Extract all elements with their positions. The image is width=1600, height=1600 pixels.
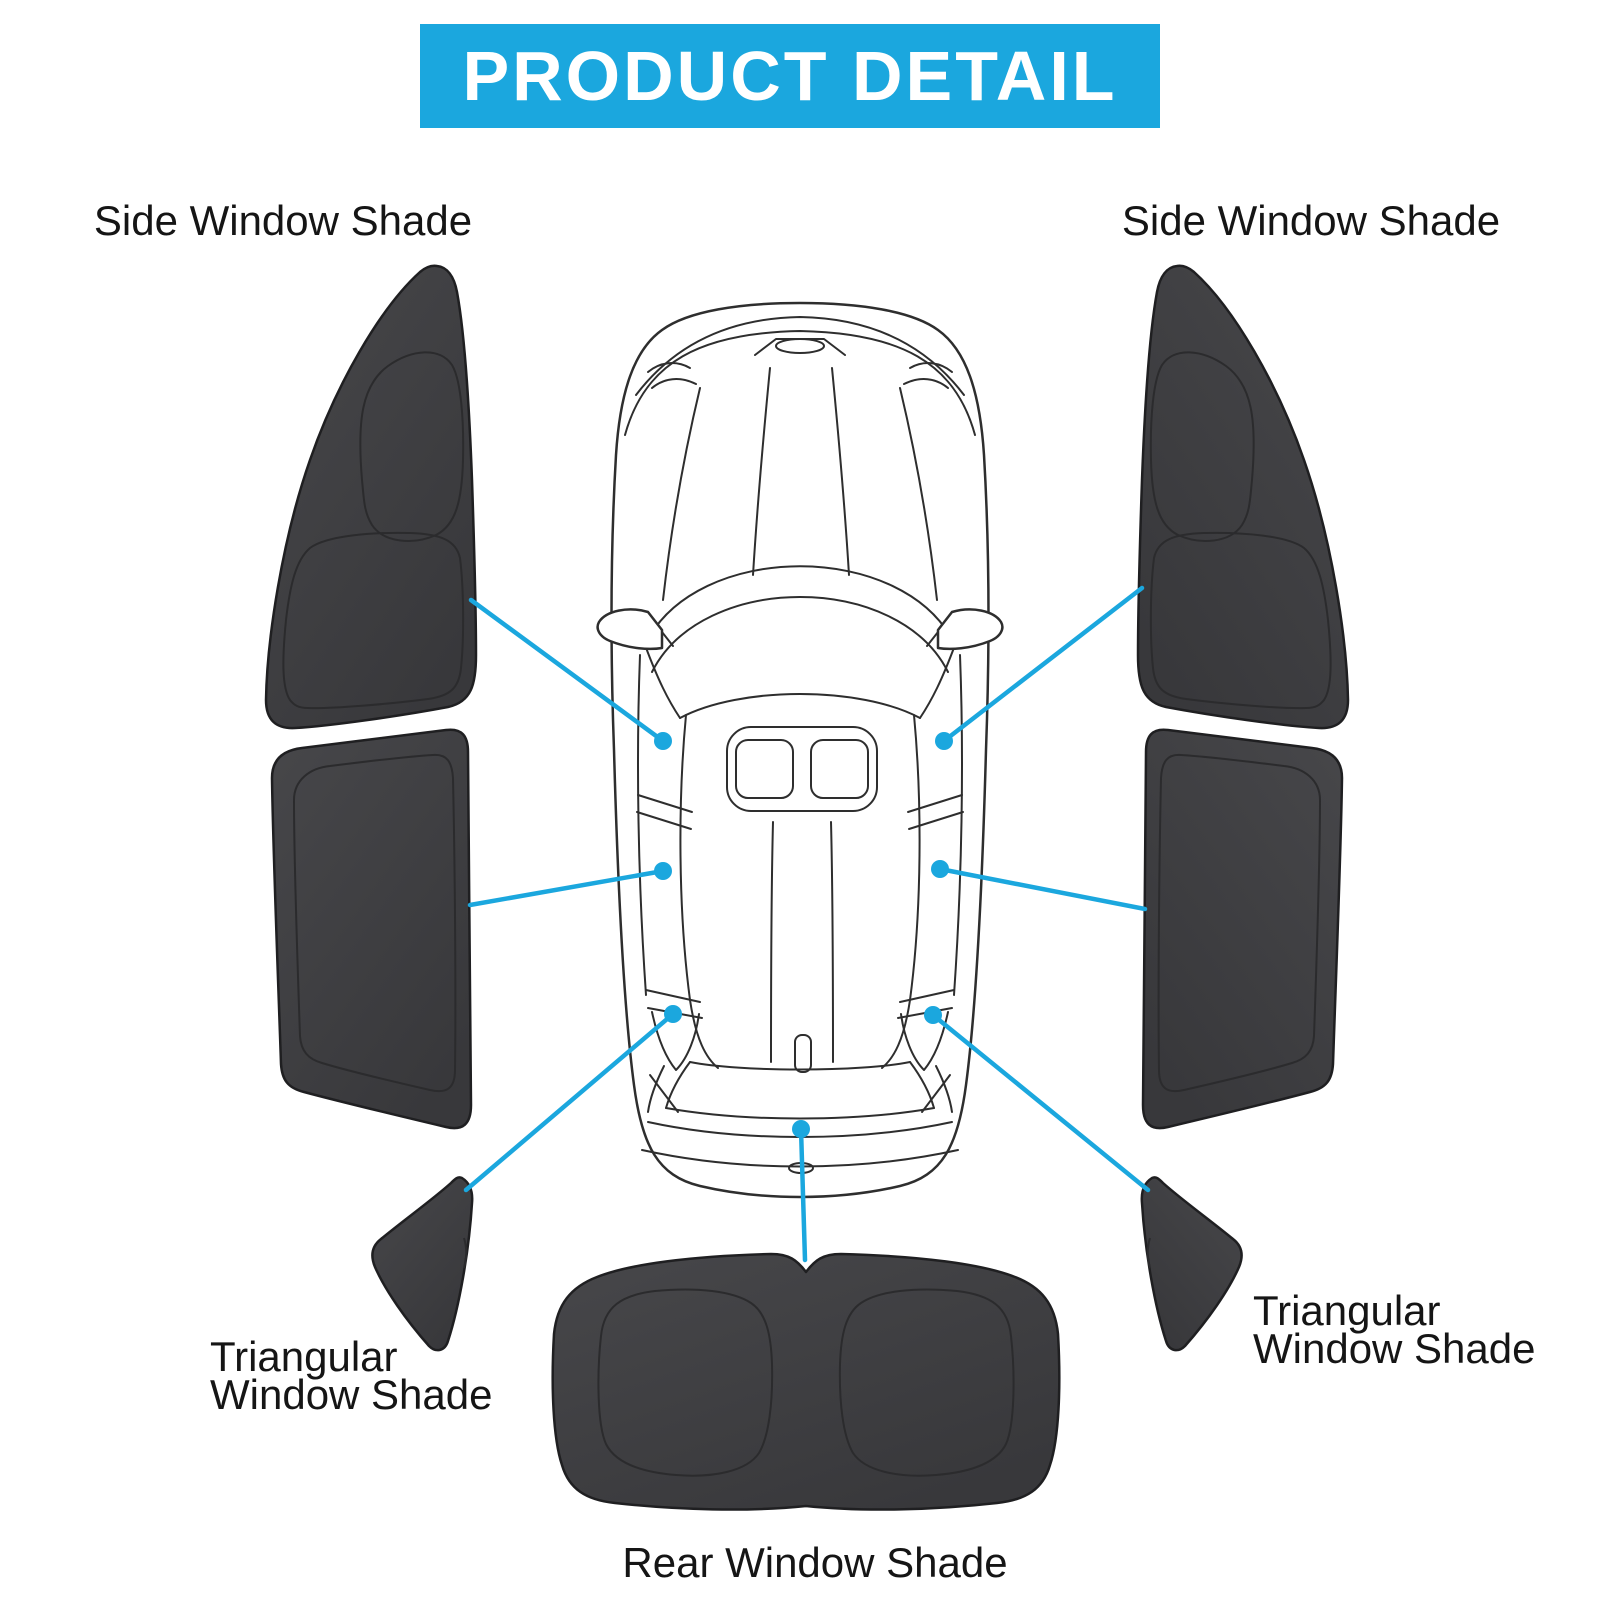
front-side-window-shade-right [1136,264,1350,730]
label-side-window-shade-right: Side Window Shade [1121,197,1501,244]
connector-front-right [941,585,1145,744]
rear-side-window-shade-left [270,728,473,1130]
connector-dot [924,1006,942,1024]
connector-front-left [468,597,666,744]
label-line: Window Shade [210,1371,493,1418]
label-triangular-window-shade-right: Triangular Window Shade [1253,1287,1536,1372]
connector-triangular-right [930,1012,1151,1193]
triangular-window-shade-right [1140,1176,1243,1352]
connector-rear-right [937,866,1148,912]
connector-dot [792,1120,810,1138]
connector-rear-window [798,1126,808,1263]
rear-window-shade [551,1252,1061,1511]
connector-dot [654,732,672,750]
triangular-window-shade-left [371,1176,474,1352]
connector-dot [935,732,953,750]
car-antenna [794,1034,812,1073]
car-roof [726,726,878,1073]
shades [264,264,1350,1511]
car-side-mirror-right [926,608,1004,651]
label-line: Triangular [210,1333,398,1380]
car-body-outline [610,301,990,1199]
connector-dot [931,860,949,878]
car-side-windows-left [636,654,719,1071]
connector-dot [654,862,672,880]
label-line: Window Shade [1253,1325,1536,1372]
banner: PRODUCT DETAIL [420,24,1160,128]
connector-triangular-left [463,1011,676,1193]
car-front-fascia [624,316,976,436]
front-side-window-shade-left [264,264,478,730]
rear-side-window-shade-right [1141,728,1344,1130]
label-rear-window-shade: Rear Window Shade [622,1539,1008,1586]
label-side-window-shade-left: Side Window Shade [93,197,473,244]
car-top-view [596,301,1004,1199]
label-triangular-window-shade-left: Triangular Window Shade [210,1333,493,1418]
connector-rear-left [467,868,666,908]
banner-title: PRODUCT DETAIL [462,37,1118,115]
connector-dot [664,1005,682,1023]
car-hood [662,367,938,601]
connector-lines [463,585,1151,1263]
label-line: Triangular [1253,1287,1441,1334]
car-side-mirror-left [596,608,674,651]
car-windshield [644,565,956,719]
